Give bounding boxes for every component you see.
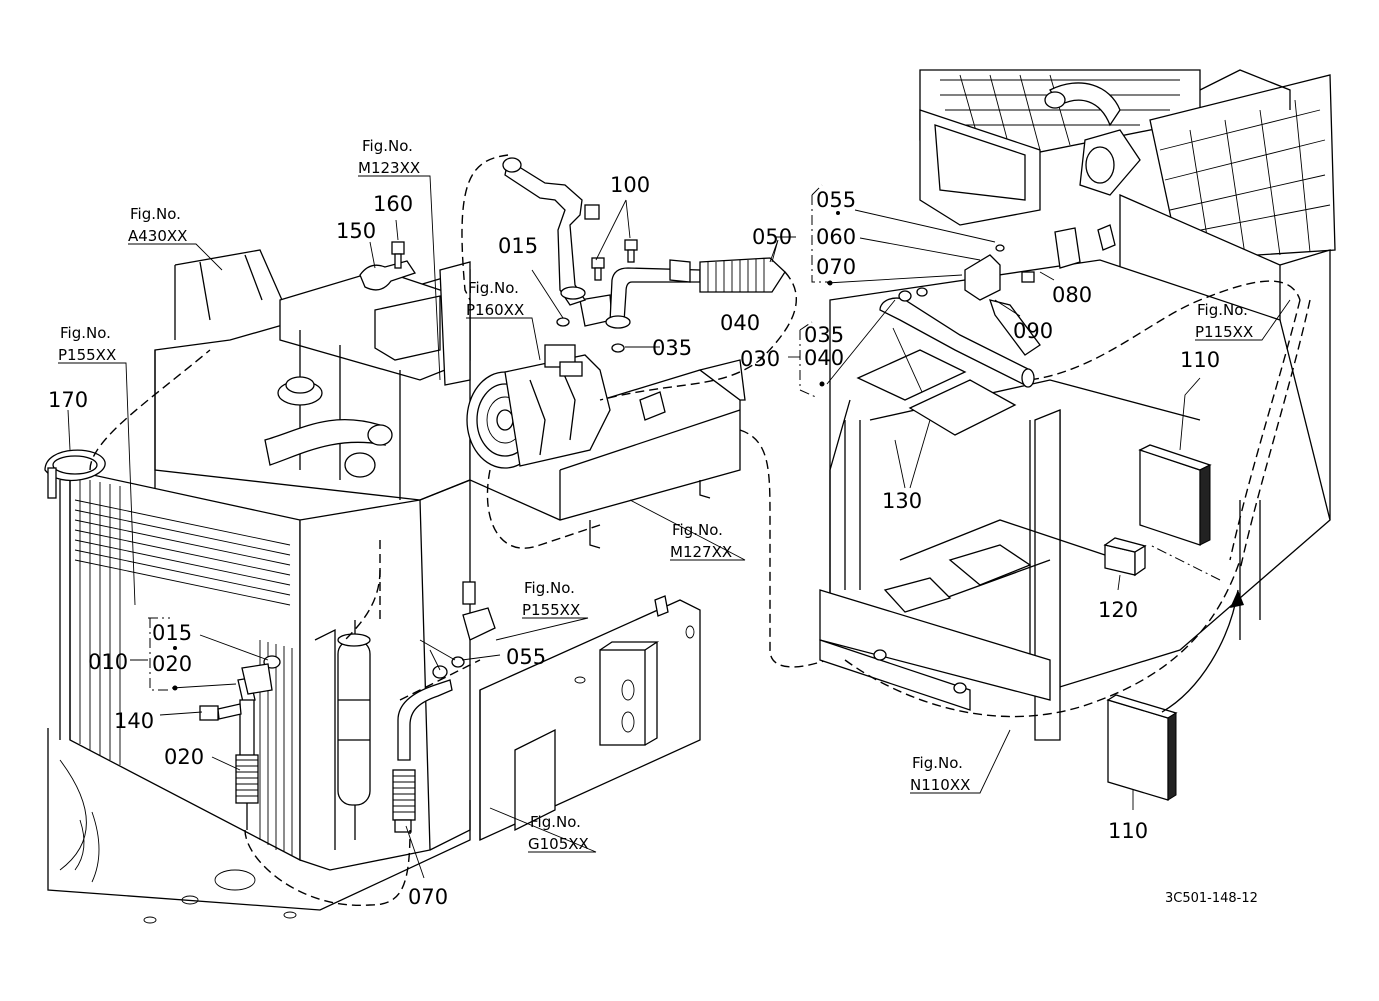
- fig-ref-label: Fig.No.: [468, 279, 519, 297]
- fig-ref-m127: Fig.No. M127XX: [670, 521, 732, 561]
- callout-110-upper: 110: [1180, 348, 1220, 372]
- fig-ref-number: M127XX: [670, 543, 732, 561]
- fig-ref-p155-mid: Fig.No. P155XX: [522, 579, 580, 619]
- fig-ref-number: P115XX: [1195, 323, 1253, 341]
- callout-010: 010: [88, 650, 128, 674]
- leader-lines: [58, 175, 1291, 879]
- callout-015-left: 015: [152, 621, 192, 645]
- callout-030: 030: [740, 347, 780, 371]
- callout-020-left: 020: [152, 652, 192, 676]
- callout-090: 090: [1013, 319, 1053, 343]
- callout-040-mid: 040: [804, 346, 844, 370]
- fig-ref-label: Fig.No.: [530, 813, 581, 831]
- fig-ref-label: Fig.No.: [524, 579, 575, 597]
- radiator-assembly: [44, 241, 496, 924]
- callout-055-mid: 055: [506, 645, 546, 669]
- fig-ref-p155-left: Fig.No. P155XX: [58, 324, 116, 364]
- callout-040-hose: 040: [720, 311, 760, 335]
- fig-ref-number: N110XX: [910, 776, 970, 794]
- fig-ref-label: Fig.No.: [672, 521, 723, 539]
- hose-corrugation-bottom: [392, 769, 416, 821]
- compressor-assembly: [89, 154, 851, 906]
- callout-020-hose: 020: [164, 745, 204, 769]
- fig-ref-number: G105XX: [528, 835, 589, 853]
- fig-ref-label: Fig.No.: [130, 205, 181, 223]
- callout-035-top: 035: [652, 336, 692, 360]
- cab-hvac-assembly: [819, 69, 1336, 801]
- fig-ref-p160: Fig.No. P160XX: [466, 279, 524, 319]
- fig-ref-n110: Fig.No. N110XX: [910, 754, 970, 794]
- fig-ref-number: P160XX: [466, 301, 524, 319]
- callout-150: 150: [336, 219, 376, 243]
- hose-corrugation-040: [699, 257, 786, 293]
- fig-ref-number: A430XX: [128, 227, 187, 245]
- fig-ref-label: Fig.No.: [912, 754, 963, 772]
- condenser-fins: [74, 478, 293, 856]
- callout-015-top: 015: [498, 234, 538, 258]
- callout-035-mid: 035: [804, 323, 844, 347]
- callout-060: 060: [816, 225, 856, 249]
- fig-ref-number: P155XX: [522, 601, 580, 619]
- callout-110-lower: 110: [1108, 819, 1148, 843]
- callout-130: 130: [882, 489, 922, 513]
- fig-ref-label: Fig.No.: [60, 324, 111, 342]
- callout-100: 100: [610, 173, 650, 197]
- fig-ref-p115: Fig.No. P115XX: [1195, 301, 1253, 341]
- callout-050: 050: [752, 225, 792, 249]
- callout-080: 080: [1052, 283, 1092, 307]
- callout-140: 140: [114, 709, 154, 733]
- hvac-grid-right: [1159, 99, 1331, 256]
- callout-labels: 170 150 160 015 100 040 035 050 055 060 …: [48, 173, 1220, 909]
- fig-ref-label: Fig.No.: [362, 137, 413, 155]
- fig-ref-g105: Fig.No. G105XX: [528, 813, 589, 853]
- callout-055-top: 055: [816, 188, 856, 212]
- fig-ref-number: P155XX: [58, 346, 116, 364]
- callout-120: 120: [1098, 598, 1138, 622]
- fig-ref-number: M123XX: [358, 159, 420, 177]
- callout-070-top: 070: [816, 255, 856, 279]
- fig-ref-a430: Fig.No. A430XX: [128, 205, 187, 245]
- fig-ref-label: Fig.No.: [1197, 301, 1248, 319]
- callout-070-bottom: 070: [408, 885, 448, 909]
- drawing-code: 3C501-148-12: [1165, 891, 1258, 906]
- callout-160: 160: [373, 192, 413, 216]
- hose-corrugation-left: [235, 754, 259, 804]
- figure-references: Fig.No. A430XX Fig.No. P155XX Fig.No. M1…: [58, 137, 1253, 853]
- fig-ref-m123: Fig.No. M123XX: [358, 137, 420, 177]
- callout-170: 170: [48, 388, 88, 412]
